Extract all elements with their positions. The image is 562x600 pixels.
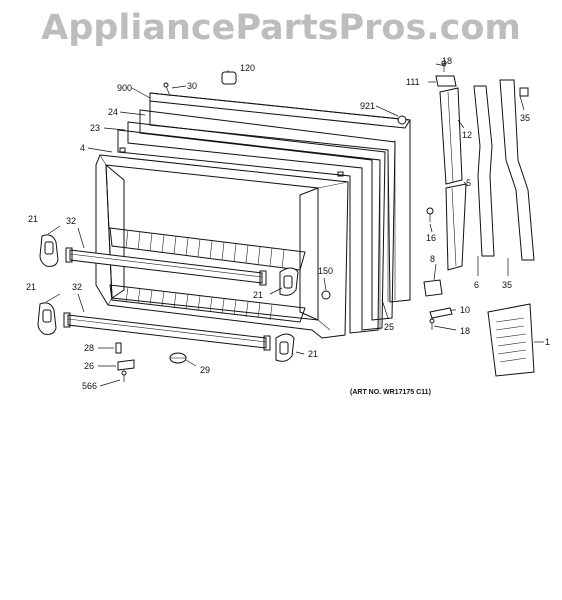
watermark: AppliancePartsPros.com <box>41 8 521 48</box>
callout-111: 111 <box>406 77 420 87</box>
callout-21-d: 21 <box>308 349 318 359</box>
callout-900: 900 <box>117 83 132 93</box>
bar-end-cap-lower-right[interactable] <box>275 333 295 362</box>
callout-25: 25 <box>384 322 394 332</box>
channel-5[interactable] <box>445 183 467 271</box>
plug-150[interactable] <box>321 290 331 300</box>
callout-26: 26 <box>84 361 94 371</box>
callout-18-bottom: 18 <box>460 326 470 336</box>
bracket-8[interactable] <box>423 279 443 297</box>
callout-35-top: 35 <box>520 113 530 123</box>
instruction-sheet-1[interactable] <box>487 303 535 377</box>
door-bar-upper[interactable] <box>65 247 267 286</box>
screw-18-bottom[interactable] <box>429 318 435 330</box>
callout-32-a: 32 <box>66 216 76 226</box>
callout-8: 8 <box>430 254 435 264</box>
callout-labels: 18 120 30 900 111 24 921 12 35 23 4 5 21… <box>26 56 550 391</box>
callout-24: 24 <box>108 107 118 117</box>
callout-10: 10 <box>460 305 470 315</box>
callout-30: 30 <box>187 81 197 91</box>
callout-120: 120 <box>240 63 255 73</box>
callout-1: 1 <box>545 337 550 347</box>
door-liner[interactable] <box>95 147 349 339</box>
callout-23: 23 <box>90 123 100 133</box>
bracket-26[interactable] <box>117 359 135 371</box>
callout-4: 4 <box>80 143 85 153</box>
callout-32-b: 32 <box>72 282 82 292</box>
leader-lines <box>45 63 544 387</box>
callout-150: 150 <box>318 266 333 276</box>
hinge-10[interactable] <box>429 307 453 319</box>
callout-35-bottom: 35 <box>502 280 512 290</box>
callout-6: 6 <box>474 280 479 290</box>
callout-18-top: 18 <box>442 56 452 66</box>
bar-end-cap-lower-left[interactable] <box>37 302 57 335</box>
callout-28: 28 <box>84 343 94 353</box>
pin-28[interactable] <box>115 342 122 354</box>
door-bar-lower[interactable] <box>63 312 271 351</box>
callout-5: 5 <box>466 178 471 188</box>
handle-35[interactable] <box>499 79 535 261</box>
art-number: (ART NO. WR17175 C11) <box>350 389 431 396</box>
callout-21-b: 21 <box>26 282 36 292</box>
bar-end-cap-upper-right[interactable] <box>279 267 299 296</box>
screw-30[interactable] <box>163 82 171 97</box>
callout-16: 16 <box>426 233 436 243</box>
cap-120[interactable] <box>221 71 237 85</box>
callout-21-a: 21 <box>28 214 38 224</box>
hinge-111[interactable] <box>435 75 457 87</box>
callout-12: 12 <box>462 130 472 140</box>
callout-921: 921 <box>360 101 375 111</box>
screw-18-top[interactable] <box>441 60 447 72</box>
bar-end-cap-upper-left[interactable] <box>39 234 59 267</box>
cap-35[interactable] <box>519 87 529 97</box>
channel-12[interactable] <box>439 87 463 185</box>
door-gasket[interactable] <box>117 109 396 334</box>
callout-566: 566 <box>82 381 97 391</box>
callout-21-c: 21 <box>253 290 263 300</box>
screw-921[interactable] <box>397 115 407 125</box>
handle-6[interactable] <box>473 85 495 257</box>
screw-566[interactable] <box>121 370 127 382</box>
screw-16[interactable] <box>426 207 434 222</box>
callout-29: 29 <box>200 365 210 375</box>
